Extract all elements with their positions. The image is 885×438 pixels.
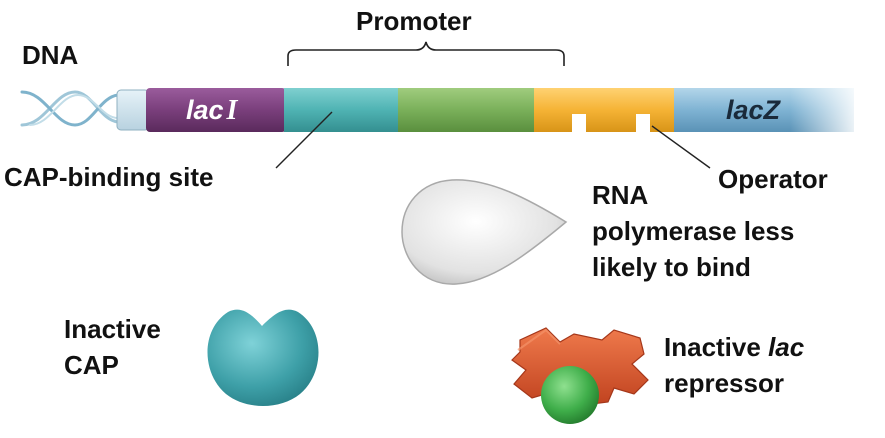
inactive-cap-label-line2: CAP <box>64 350 119 380</box>
dna-helix-icon <box>20 90 120 127</box>
cap-binding-site-label: CAP-binding site <box>4 162 214 192</box>
promoter-label: Promoter <box>356 6 472 36</box>
lacz-fade <box>790 88 856 132</box>
dna-left-cap <box>116 89 150 131</box>
operator-segment <box>534 88 676 132</box>
operator-leader-line <box>651 125 711 169</box>
inactive-repressor-label-line1: Inactive lac <box>664 332 805 362</box>
rna-polymerase-label-line3: likely to bind <box>592 252 751 282</box>
laci-gene-segment <box>146 88 286 132</box>
cap-site-leader-line <box>275 111 333 169</box>
inducer-molecule-icon <box>541 366 599 424</box>
lacz-label: lacZ <box>726 95 781 125</box>
rna-polymerase-label-line2: polymerase less <box>592 216 795 246</box>
inactive-cap-label-line1: Inactive <box>64 314 161 344</box>
rna-polymerase-label-line1: RNA <box>592 180 649 210</box>
inactive-repressor-label-line2: repressor <box>664 368 784 398</box>
cap-binding-site-segment <box>284 88 400 132</box>
promoter-brace <box>287 41 565 66</box>
inactive-cap-protein-shape <box>207 309 319 406</box>
operator-label: Operator <box>718 164 828 194</box>
promoter-segment <box>398 88 536 132</box>
rna-polymerase-shape <box>401 179 568 285</box>
dna-label: DNA <box>22 40 79 70</box>
